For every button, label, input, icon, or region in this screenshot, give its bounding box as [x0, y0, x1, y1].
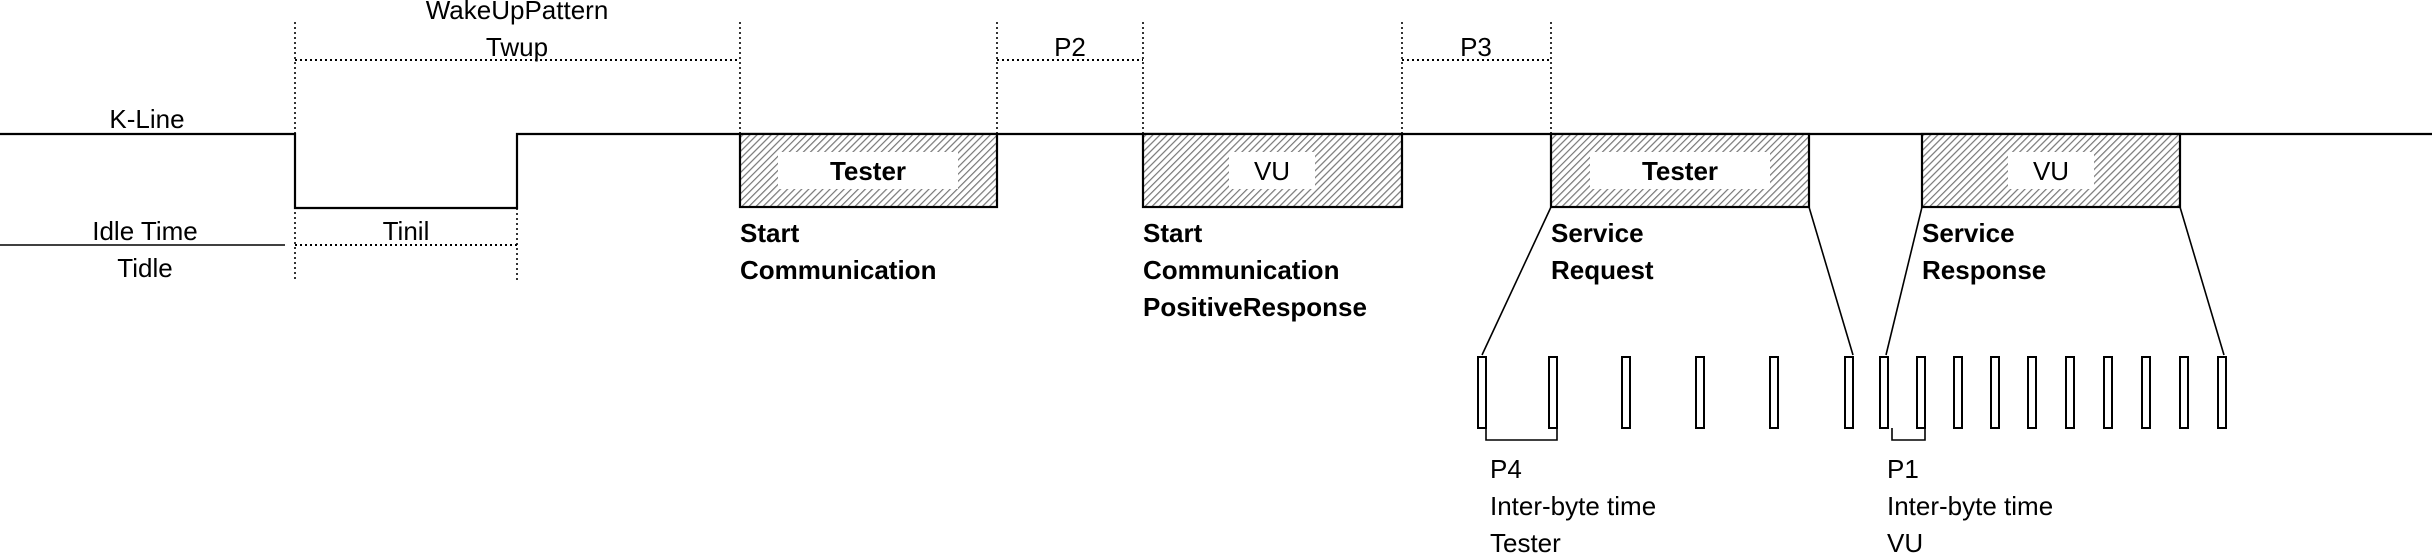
service-request-caption-line-1: Service: [1551, 218, 1644, 248]
p1-bracket: [1891, 428, 1926, 441]
p1-label: P1: [1887, 454, 1919, 484]
start-communication-box-inner: [778, 152, 958, 189]
byte-sequence-group: [1477, 356, 2227, 429]
service-request-box-label: Tester: [1642, 156, 1718, 186]
service-response-caption-line-2: Response: [1922, 255, 2046, 285]
response-zoom-line-right: [2179, 206, 2225, 356]
service-request-caption-line-2: Request: [1551, 255, 1654, 285]
positive-response-caption-line-1: Start: [1143, 218, 1203, 248]
positive-response-caption-line-2: Communication: [1143, 255, 1339, 285]
idle-time-label: Idle Time: [92, 216, 198, 246]
response-zoom-line-left: [1885, 206, 1923, 356]
service-response-box-inner: [2008, 152, 2094, 189]
service-response-box-label: VU: [2033, 156, 2069, 186]
request-zoom-line-right: [1808, 206, 1854, 356]
tinil-label: Tinil: [383, 216, 430, 246]
twup-label: Twup: [486, 32, 548, 62]
response-byte-9: [2179, 356, 2189, 429]
start-communication-caption-line-2: Communication: [740, 255, 936, 285]
p1-owner: VU: [1887, 528, 1923, 557]
request-byte-3: [1621, 356, 1631, 429]
request-byte-6: [1844, 356, 1854, 429]
p4-label: P4: [1490, 454, 1522, 484]
response-byte-8: [2141, 356, 2151, 429]
start-communication-caption-line-1: Start: [740, 218, 800, 248]
p4-description: Inter-byte time: [1490, 491, 1656, 521]
p3-label: P3: [1460, 32, 1492, 62]
response-byte-4: [1990, 356, 2000, 429]
response-byte-6: [2065, 356, 2075, 429]
request-zoom-line-left: [1481, 206, 1552, 356]
positive-response-box-inner: [1229, 152, 1315, 189]
positive-response-caption-line-3: PositiveResponse: [1143, 292, 1367, 322]
p1-description: Inter-byte time: [1887, 491, 2053, 521]
request-byte-4: [1695, 356, 1705, 429]
response-byte-10: [2217, 356, 2227, 429]
request-byte-1: [1477, 356, 1487, 429]
response-byte-3: [1953, 356, 1963, 429]
response-byte-5: [2027, 356, 2037, 429]
start-communication-box-label: Tester: [830, 156, 906, 186]
response-byte-1: [1879, 356, 1889, 429]
k-line-label: K-Line: [109, 104, 184, 134]
response-byte-2: [1916, 356, 1926, 429]
request-byte-5: [1769, 356, 1779, 429]
response-byte-7: [2103, 356, 2113, 429]
wakeup-pattern-label: WakeUpPattern: [426, 0, 609, 25]
tidle-label: Tidle: [117, 253, 172, 283]
p4-owner: Tester: [1490, 528, 1561, 557]
p4-bracket: [1485, 428, 1558, 441]
positive-response-box-label: VU: [1254, 156, 1290, 186]
service-request-box-inner: [1590, 152, 1770, 189]
p2-label: P2: [1054, 32, 1086, 62]
service-response-caption-line-1: Service: [1922, 218, 2015, 248]
request-byte-2: [1548, 356, 1558, 429]
